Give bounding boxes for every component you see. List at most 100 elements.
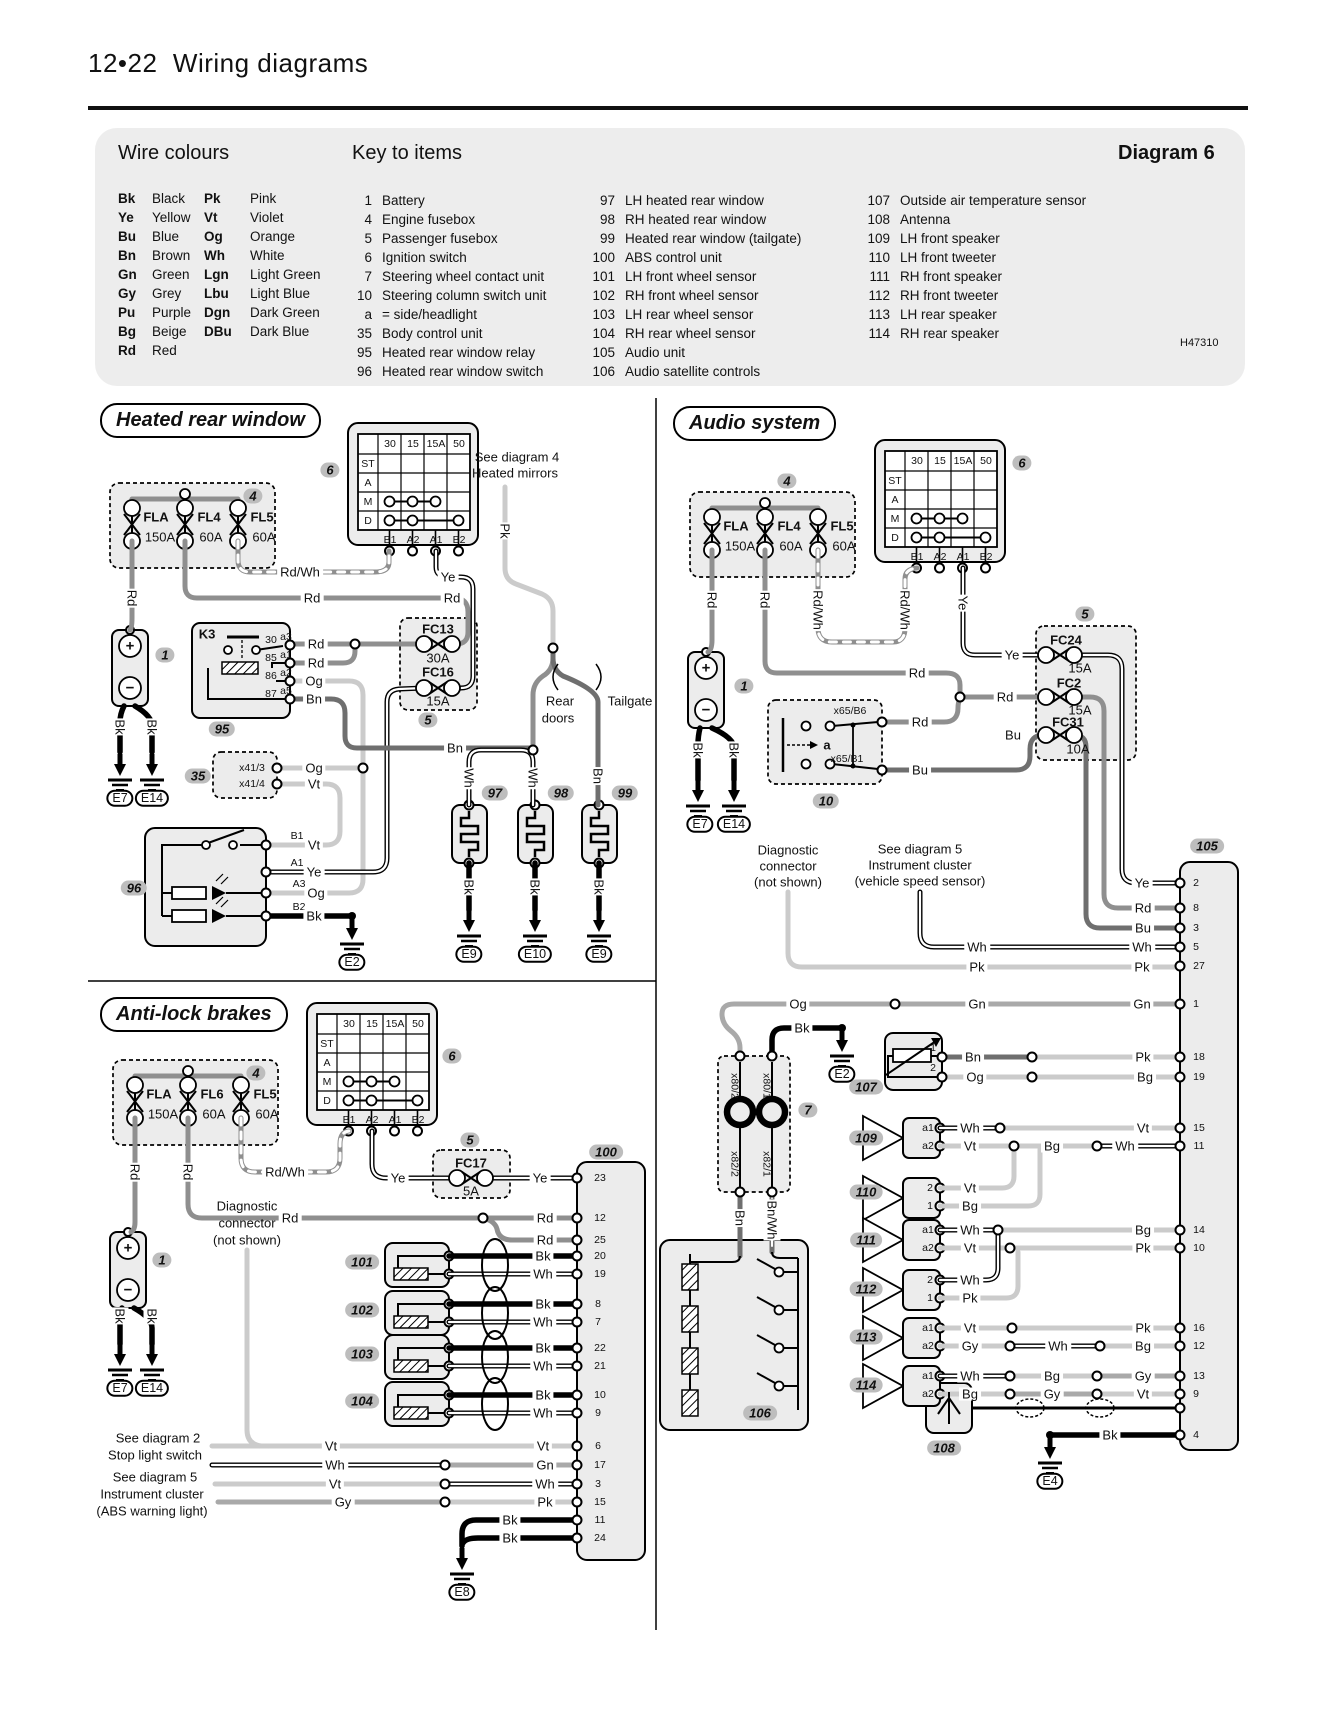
key-item-number: 105 bbox=[592, 345, 615, 360]
section-audio-system bbox=[659, 439, 1239, 1473]
diagram-label: a5 bbox=[280, 684, 292, 697]
key-item-label: Heated rear window switch bbox=[382, 364, 544, 379]
diagram-label: 5 bbox=[1193, 940, 1199, 953]
diagram-label: FL5 bbox=[250, 509, 274, 525]
diagram-label: D bbox=[891, 531, 899, 544]
diagram-label: Rd bbox=[278, 1211, 302, 1225]
header-rule bbox=[88, 106, 1248, 110]
diagram-label: Bg bbox=[1132, 1223, 1154, 1237]
key-item-label: RH rear speaker bbox=[900, 326, 1000, 341]
diagram-label: Og bbox=[302, 761, 326, 775]
diagram-label: Wh bbox=[957, 1369, 983, 1383]
diagram-label: Vt bbox=[533, 1439, 553, 1453]
diagram-label: ST bbox=[888, 474, 902, 487]
diagram-label: + bbox=[125, 637, 135, 655]
diagram-label: 11 bbox=[594, 1513, 606, 1526]
diagram-label: Wh bbox=[322, 1458, 348, 1472]
diagram-label: Bg bbox=[1134, 1070, 1156, 1084]
diagram-label: 150A bbox=[144, 529, 176, 545]
diagram-label: Wh bbox=[530, 1315, 556, 1329]
diagram-label: E7 bbox=[106, 1379, 134, 1397]
key-item-label: RH front wheel sensor bbox=[625, 288, 759, 303]
diagram-label: Wh bbox=[964, 940, 990, 954]
diagram-label: FC17 bbox=[455, 1155, 487, 1171]
diagram-label: 5 bbox=[1075, 606, 1095, 622]
diagram-label: a2 bbox=[922, 1241, 934, 1254]
diagram-label: Og bbox=[786, 997, 810, 1011]
diagram-label: x82/2 bbox=[728, 1151, 741, 1177]
section-title-heated-rear-window: Heated rear window bbox=[100, 403, 321, 438]
diagram-label: Wh bbox=[1045, 1339, 1071, 1353]
diagram-label: Wh bbox=[530, 1359, 556, 1373]
diagram-label: B2 bbox=[452, 533, 466, 546]
diagram-label: Wh bbox=[1112, 1139, 1138, 1153]
diagram-label: FC31 bbox=[1052, 714, 1084, 730]
diagram-label: Bk bbox=[532, 1297, 554, 1311]
wire-colour-code: Pu bbox=[118, 305, 136, 320]
diagram-label: Bn bbox=[444, 741, 466, 755]
diagram-label: 4 bbox=[777, 473, 797, 489]
diagram-label: Wh bbox=[460, 767, 478, 789]
diagram-label: See diagram 4 bbox=[474, 449, 560, 465]
diagram-label: ST bbox=[320, 1037, 334, 1050]
diagram-label: Wh bbox=[532, 1477, 558, 1491]
key-item-label: Audio satellite controls bbox=[625, 364, 761, 379]
diagram-label: ST bbox=[361, 457, 375, 470]
diagram-label: a2 bbox=[922, 1387, 934, 1400]
diagram-label: 30 bbox=[343, 1017, 355, 1030]
key-item-label: LH heated rear window bbox=[625, 193, 764, 208]
key-item-number: 114 bbox=[868, 326, 890, 341]
diagram-label: A2 bbox=[933, 550, 947, 563]
diagram-label: 15 bbox=[1193, 1121, 1205, 1134]
diagram-label: Rd bbox=[440, 591, 464, 605]
key-item-number: 99 bbox=[599, 231, 615, 246]
key-item-label: Heated rear window (tailgate) bbox=[625, 231, 802, 246]
diagram-label: 10 bbox=[1193, 1241, 1205, 1254]
diagram-label: Bg bbox=[1041, 1139, 1063, 1153]
diagram-label: 6 bbox=[442, 1048, 462, 1064]
wire-colour-name: Pink bbox=[250, 191, 277, 206]
wire-colour-name: Blue bbox=[152, 229, 180, 244]
diagram-label: 60A bbox=[202, 1106, 226, 1122]
diagram-label: Rd bbox=[703, 590, 721, 610]
diagram-label: B1 bbox=[342, 1113, 356, 1126]
diagram-label: 60A bbox=[832, 538, 856, 554]
diagram-label: 27 bbox=[1193, 959, 1205, 972]
diagram-label: a bbox=[823, 737, 831, 753]
diagram-label: Instrument cluster bbox=[868, 857, 972, 873]
diagram-label: Rd bbox=[993, 690, 1017, 704]
diagram-label: 16 bbox=[1193, 1321, 1205, 1334]
key-item-label: LH front wheel sensor bbox=[625, 269, 757, 284]
diagram-label: a2 bbox=[922, 1339, 934, 1352]
key-item-label: Audio unit bbox=[625, 345, 686, 360]
diagram-label: 15A bbox=[953, 454, 973, 467]
key-item-label: Steering wheel contact unit bbox=[382, 269, 545, 284]
diagram-label: E7 bbox=[106, 789, 134, 807]
diagram-label: 17 bbox=[594, 1458, 606, 1471]
diagram-label: Bu bbox=[1132, 921, 1154, 935]
diagram-label: Ye bbox=[437, 570, 459, 584]
diagram-label: 4 bbox=[1193, 1428, 1199, 1441]
key-item-number: 106 bbox=[592, 364, 615, 379]
diagram-label: 87 bbox=[265, 687, 277, 700]
diagram-label: a1 bbox=[922, 1369, 934, 1382]
diagram-label: 1 bbox=[930, 1041, 936, 1054]
diagram-label: 104 bbox=[345, 1393, 379, 1409]
diagram-label: 50 bbox=[412, 1017, 424, 1030]
diagram-label: x41/3 bbox=[239, 761, 265, 774]
wire-colour-code: Bk bbox=[118, 191, 136, 206]
diagram-label: 6 bbox=[1012, 455, 1032, 471]
diagram-label: Vt bbox=[1133, 1121, 1153, 1135]
diagram-label: a1 bbox=[280, 648, 292, 661]
diagram-label: Wh bbox=[530, 1267, 556, 1281]
